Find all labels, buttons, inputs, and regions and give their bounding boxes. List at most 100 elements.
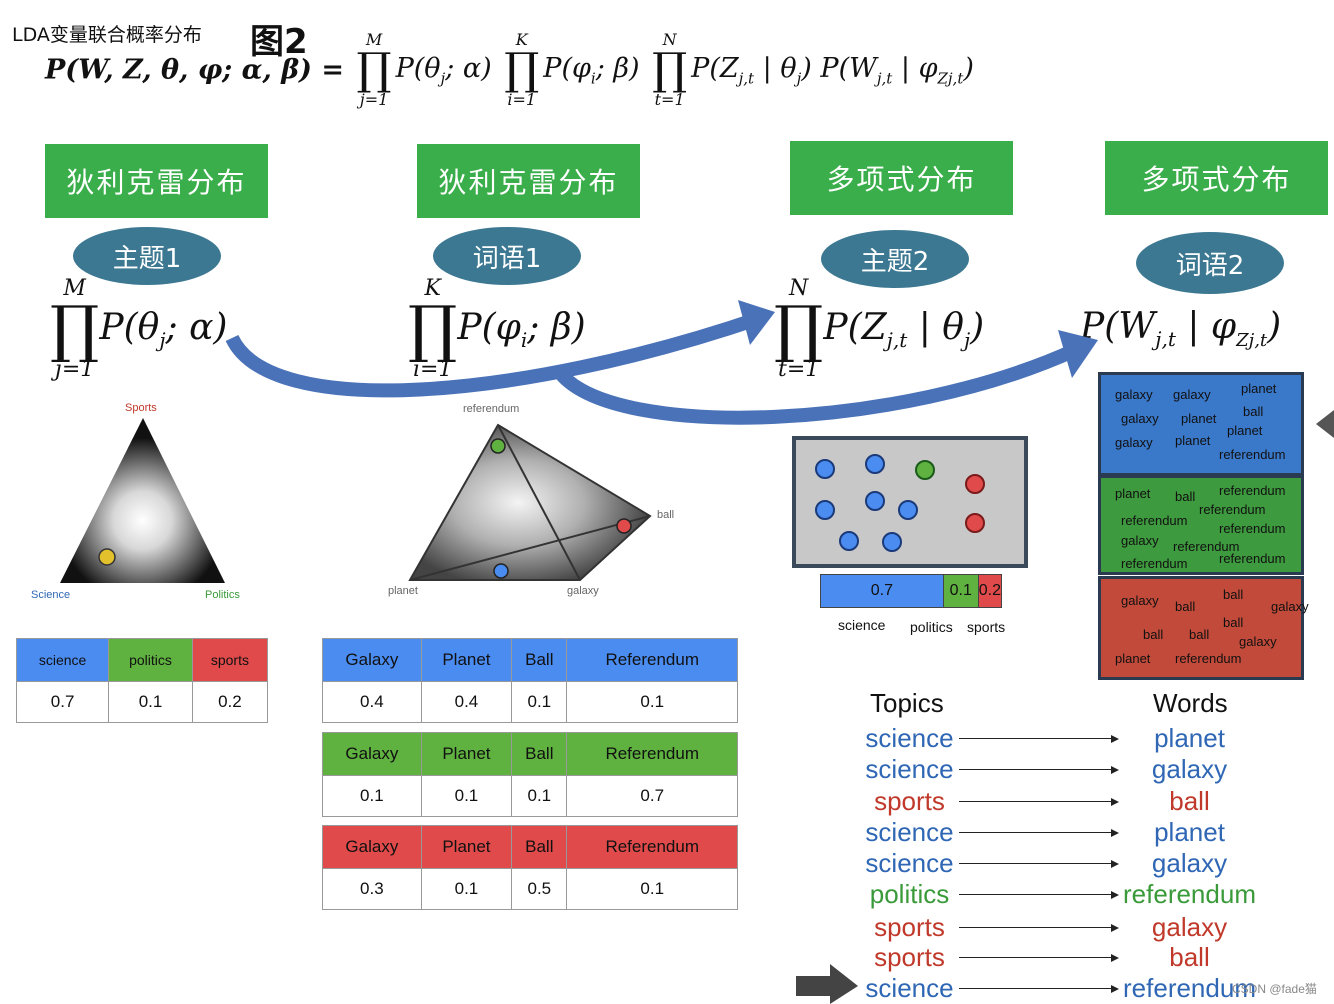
wt3-h1: Planet	[420, 825, 513, 869]
topic-word-arrow-line	[959, 863, 1115, 864]
side-triangle	[1316, 410, 1334, 438]
topic-label: science	[865, 817, 954, 847]
topic-word-arrow-line	[959, 801, 1115, 802]
wt2-h2: Ball	[511, 732, 568, 776]
topic-value-politics: 0.1	[108, 681, 193, 723]
arrow-head-icon	[1111, 860, 1119, 868]
word-table-science: Galaxy Planet Ball Referendum 0.4 0.4 0.…	[322, 638, 738, 723]
topic-distribution-table: science politics sports 0.7 0.1 0.2	[15, 638, 269, 723]
topic-label: politics	[869, 879, 950, 909]
bar-label-politics: politics	[910, 619, 953, 635]
wt3-h0: Galaxy	[322, 825, 422, 869]
topic-word-arrow-line	[959, 894, 1115, 895]
wt2-h3: Referendum	[566, 732, 738, 776]
topic2-ellipse: 主题2	[821, 230, 969, 288]
current-row-arrow-icon	[796, 964, 858, 1004]
bar-label-science: science	[838, 617, 886, 633]
arrow-head-2	[1058, 330, 1098, 378]
bar-science: 0.7	[821, 575, 944, 607]
wt3-v3: 0.1	[566, 868, 738, 910]
figure-label: 图2	[250, 22, 308, 62]
wt2-v2: 0.1	[511, 775, 568, 817]
dirichlet-box-2: 狄利克雷分布	[417, 144, 640, 218]
word-point-ball	[616, 518, 632, 534]
arrow-head-1	[738, 300, 775, 345]
word-table-politics: Galaxy Planet Ball Referendum 0.1 0.1 0.…	[322, 732, 738, 817]
dirichlet-simplex-words: referendum ball planet galaxy	[388, 403, 674, 597]
topic-header-sports: sports	[191, 638, 269, 682]
arrow-head-icon	[1111, 798, 1119, 806]
word-point-planet	[493, 563, 509, 579]
formula-lhs: P(W, Z, θ, φ; α, β) =	[45, 54, 344, 86]
word1-ellipse: 词语1	[433, 227, 581, 285]
product-K: K∏i=1	[504, 30, 540, 109]
product-M: M∏j=1	[356, 30, 392, 109]
arrow-head-icon	[1111, 985, 1119, 993]
topic-label: science	[865, 848, 954, 878]
topic-label: science	[865, 723, 954, 753]
word2-ellipse: 词语2	[1136, 232, 1284, 294]
topic-word-arrow-line	[959, 988, 1115, 989]
simplex2-right-label: ball	[657, 509, 674, 521]
wt3-h3: Referendum	[566, 825, 738, 869]
wt3-h2: Ball	[511, 825, 568, 869]
topic-label: science	[865, 973, 954, 1003]
topic1-ellipse: 主题1	[73, 227, 221, 285]
topic-value-science: 0.7	[15, 681, 110, 723]
word-label: galaxy	[1151, 912, 1228, 942]
simplex2-left-label: planet	[388, 585, 418, 597]
multinomial-box-1: 多项式分布	[790, 141, 1013, 215]
simplex1-right-label: Politics	[205, 589, 240, 601]
topic-word-row: science referendum	[862, 973, 1262, 1003]
topic-value-sports: 0.2	[191, 681, 269, 723]
wt2-v0: 0.1	[322, 775, 422, 817]
word-label: planet	[1154, 723, 1225, 753]
word-label: referendum	[1123, 973, 1256, 1003]
arrow-theta-to-z	[225, 311, 763, 398]
wt1-h1: Planet	[420, 638, 513, 682]
word-label: galaxy	[1151, 848, 1228, 878]
topic-label: sports	[874, 786, 945, 816]
topic-word-row: politics referendum	[862, 879, 1262, 909]
word-cloud-red: galaxy ball ball galaxy ball ball ball g…	[1098, 576, 1309, 680]
wt1-h0: Galaxy	[322, 638, 422, 682]
word-cloud-green: planet ball referendum referendum refere…	[1098, 475, 1304, 575]
wt2-h0: Galaxy	[322, 732, 422, 776]
topic-label: sports	[874, 942, 945, 972]
multinomial-box-2: 多项式分布	[1105, 141, 1328, 215]
wt1-h2: Ball	[511, 638, 568, 682]
topic-sample-point	[98, 548, 116, 566]
word-label: ball	[1169, 942, 1210, 972]
wt3-v1: 0.1	[420, 868, 513, 910]
bar-sports: 0.2	[978, 575, 1001, 607]
wt3-v2: 0.5	[511, 868, 568, 910]
word-label: planet	[1154, 817, 1225, 847]
document-topic-dots	[792, 436, 1028, 568]
wt1-v2: 0.1	[511, 681, 568, 723]
wt1-h3: Referendum	[566, 638, 738, 682]
topic-word-row: science planet	[862, 723, 1262, 753]
arrow-head-icon	[1111, 891, 1119, 899]
arrow-phi-to-w	[556, 343, 1078, 425]
arrow-head-icon	[1111, 735, 1119, 743]
dirichlet-simplex-topics: Sports Science Politics	[31, 402, 240, 601]
simplex2-bottom-label: galaxy	[567, 585, 599, 597]
topic-word-arrow-line	[959, 832, 1115, 833]
wt3-v0: 0.3	[322, 868, 422, 910]
word-point-referendum	[490, 438, 506, 454]
arrow-head-icon	[1111, 924, 1119, 932]
topic-word-row: science planet	[862, 817, 1262, 847]
word-label: referendum	[1123, 879, 1256, 909]
simplex1-left-label: Science	[31, 589, 70, 601]
topic-header-science: science	[15, 638, 110, 682]
topic-word-arrow-line	[959, 738, 1115, 739]
wt1-v3: 0.1	[566, 681, 738, 723]
arrow-head-icon	[1111, 829, 1119, 837]
